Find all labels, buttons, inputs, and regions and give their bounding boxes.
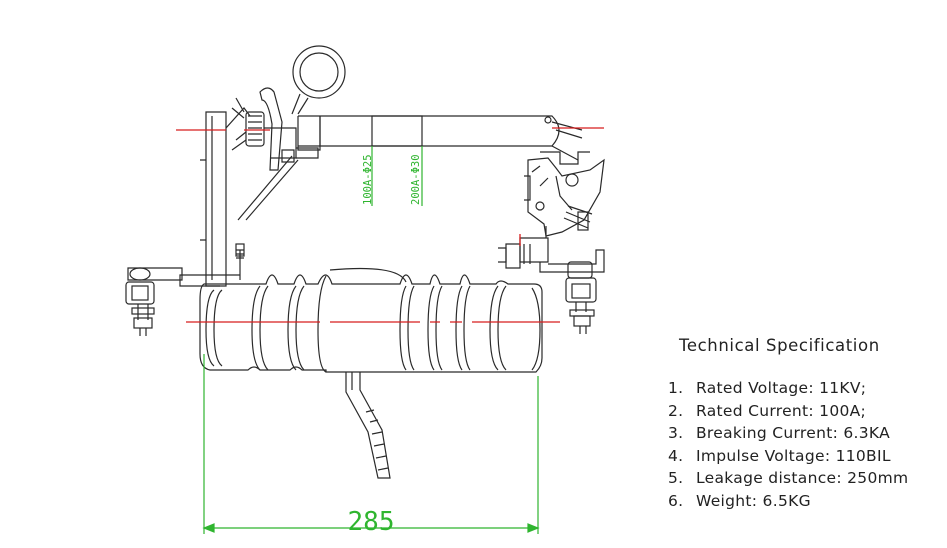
centerlines — [176, 127, 604, 323]
left-pivot — [231, 87, 299, 221]
spec-item-number: 5. — [668, 469, 684, 487]
spec-item-breaking-current: 3. Breaking Current: 6.3KA — [668, 422, 908, 445]
right-bracket — [498, 226, 605, 334]
spec-item-number: 3. — [668, 424, 684, 442]
drawing-lines — [125, 45, 605, 479]
left-terminal — [125, 267, 183, 336]
spec-item-rated-current: 2. Rated Current: 100A; — [668, 400, 908, 423]
spec-item-text: Rated Voltage: 11KV; — [696, 379, 867, 397]
spec-item-weight: 6. Weight: 6.5KG — [668, 490, 908, 513]
spec-item-number: 6. — [668, 491, 684, 510]
tube-label-200a: 200A-Φ30 — [410, 154, 422, 205]
spec-item-rated-voltage: 1. Rated Voltage: 11KV; — [668, 377, 908, 400]
spec-item-text: Leakage distance: 250mm — [696, 469, 909, 487]
spec-item-text: Impulse Voltage: 110BIL — [696, 446, 891, 465]
pull-ring — [291, 45, 346, 115]
right-contact — [524, 151, 605, 237]
spec-item-number: 2. — [668, 401, 684, 420]
spec-item-leakage-distance: 5. Leakage distance: 250mm — [668, 467, 908, 490]
spec-item-text: Breaking Current: 6.3KA — [696, 424, 890, 442]
spec-item-text: Weight: 6.5KG — [696, 491, 811, 510]
left-bracket — [179, 107, 251, 287]
spec-item-number: 1. — [668, 379, 684, 397]
mounting-strap — [345, 372, 391, 479]
spec-list: 1. Rated Voltage: 11KV; 2. Rated Current: … — [668, 377, 908, 512]
spec-item-impulse-voltage: 4. Impulse Voltage: 110BIL — [668, 445, 908, 468]
insulator-body — [199, 267, 543, 373]
dimension-lines — [202, 146, 540, 534]
tube-label-100a: 100A-Φ25 — [362, 154, 374, 205]
spec-title: Technical Specification — [679, 336, 880, 355]
spec-item-text: Rated Current: 100A; — [696, 401, 867, 420]
dimension-label: 285 — [348, 507, 395, 537]
spec-item-number: 4. — [668, 446, 684, 465]
screw-details — [236, 244, 531, 264]
fuse-tube — [296, 115, 583, 161]
